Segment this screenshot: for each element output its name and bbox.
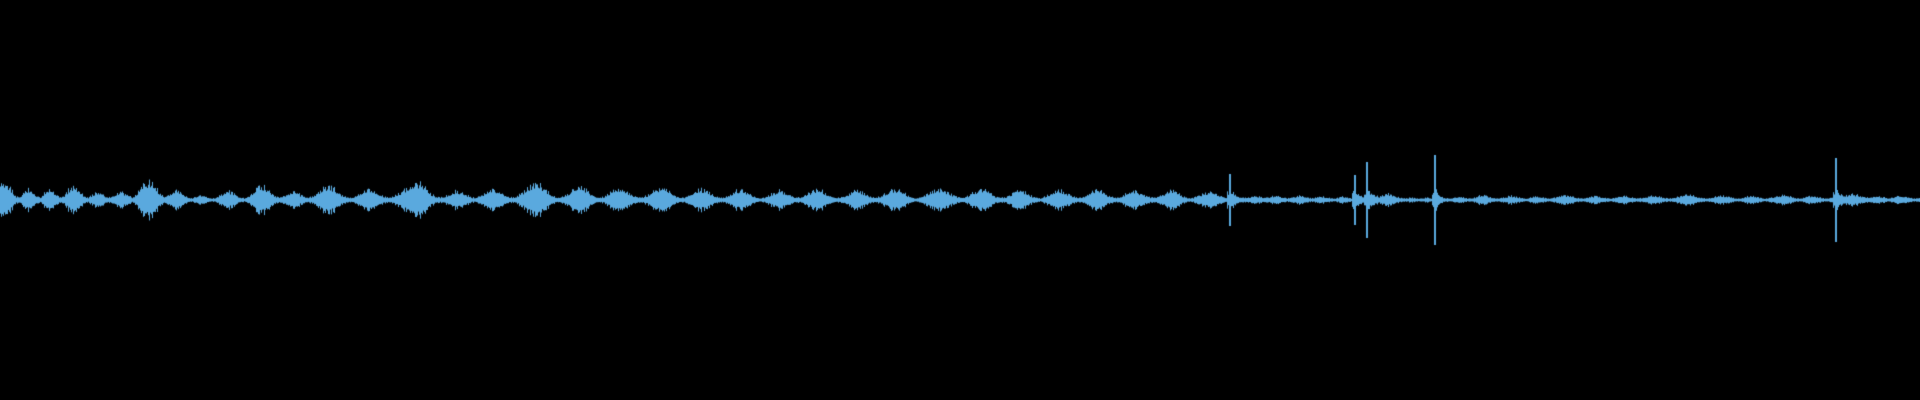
audio-waveform-canvas[interactable]	[0, 0, 1920, 400]
waveform-viewer[interactable]: Audio Waveform	[0, 0, 1920, 400]
